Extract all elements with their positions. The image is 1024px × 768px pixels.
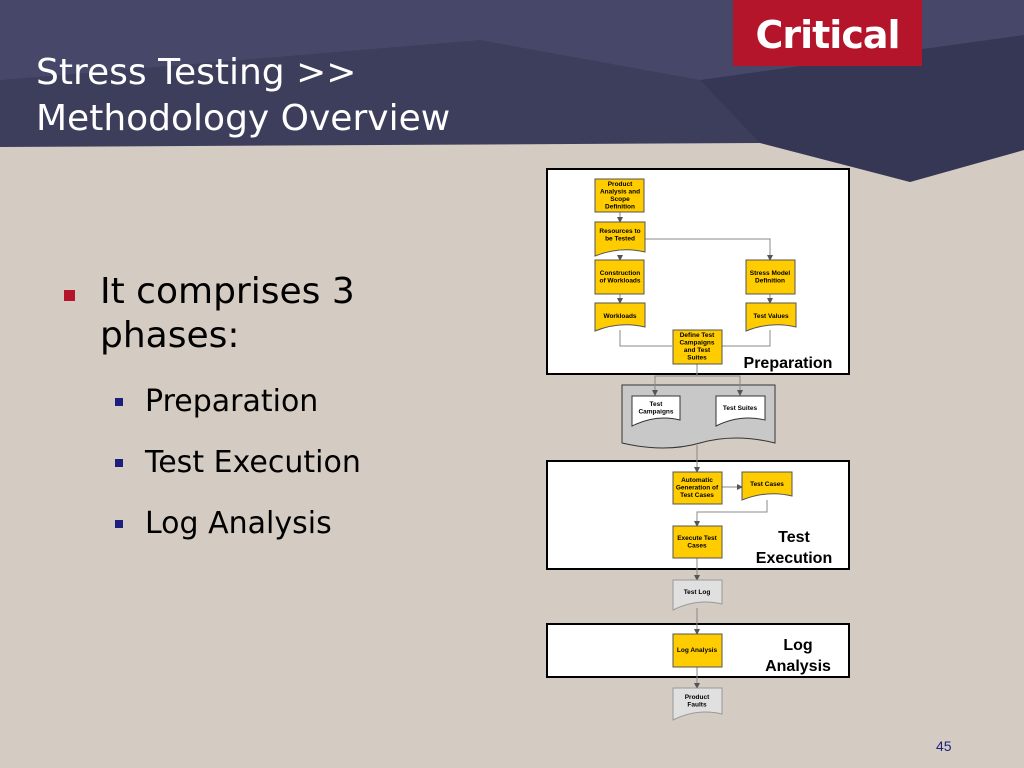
test-log-label: Test Log — [684, 589, 711, 596]
bullet-square-icon — [115, 398, 123, 406]
bullet-sub: Log Analysis — [60, 504, 420, 544]
log-analysis-node-label: Log Analysis — [677, 647, 718, 654]
bullet-main-text: It comprises 3 phases: — [100, 271, 355, 356]
auto-generation-box — [672, 471, 723, 505]
bullet-list: It comprises 3 phases: Preparation Test … — [60, 270, 420, 544]
bullet-square-icon — [115, 459, 123, 467]
bullet-square-icon — [115, 520, 123, 528]
slide-title-line1: Stress Testing >> — [36, 52, 357, 93]
workloads-doc-shape — [594, 302, 646, 332]
workloads-label: Workloads — [603, 313, 636, 320]
resources-doc-shape — [594, 221, 646, 257]
bullet-main: It comprises 3 phases: — [60, 270, 420, 358]
bullet-sub-text: Preparation — [145, 384, 319, 419]
bullet-sub-text: Test Execution — [145, 445, 361, 480]
preparation-phase-label: Preparation — [744, 355, 833, 372]
test-campaigns-doc-shape — [631, 395, 681, 427]
test-suites-doc-shape — [715, 395, 766, 427]
bullet-square-icon — [64, 290, 75, 301]
bullet-sub: Test Execution — [60, 443, 420, 483]
test-values-doc-shape — [745, 302, 797, 332]
test-cases-doc-shape — [741, 471, 793, 501]
test-cases-label: Test Cases — [750, 481, 784, 488]
test-log-doc-shape — [672, 579, 723, 611]
company-logo: Critical — [733, 0, 922, 66]
construction-workloads-box — [594, 259, 645, 295]
bullet-sub-text: Log Analysis — [145, 506, 332, 541]
product-analysis-box — [594, 178, 645, 213]
test-values-label: Test Values — [753, 313, 789, 320]
stress-model-box — [745, 259, 796, 295]
log-analysis-box — [672, 633, 723, 668]
slide-title-line2: Methodology Overview — [36, 98, 451, 139]
page-number: 45 — [936, 738, 952, 754]
execute-cases-box — [672, 525, 723, 559]
slide-title: Stress Testing >> Methodology Overview — [36, 50, 450, 142]
product-faults-doc-shape — [672, 687, 723, 721]
define-campaigns-box — [672, 329, 723, 365]
test-suites-label: Test Suites — [723, 405, 758, 412]
bullet-sub: Preparation — [60, 382, 420, 422]
